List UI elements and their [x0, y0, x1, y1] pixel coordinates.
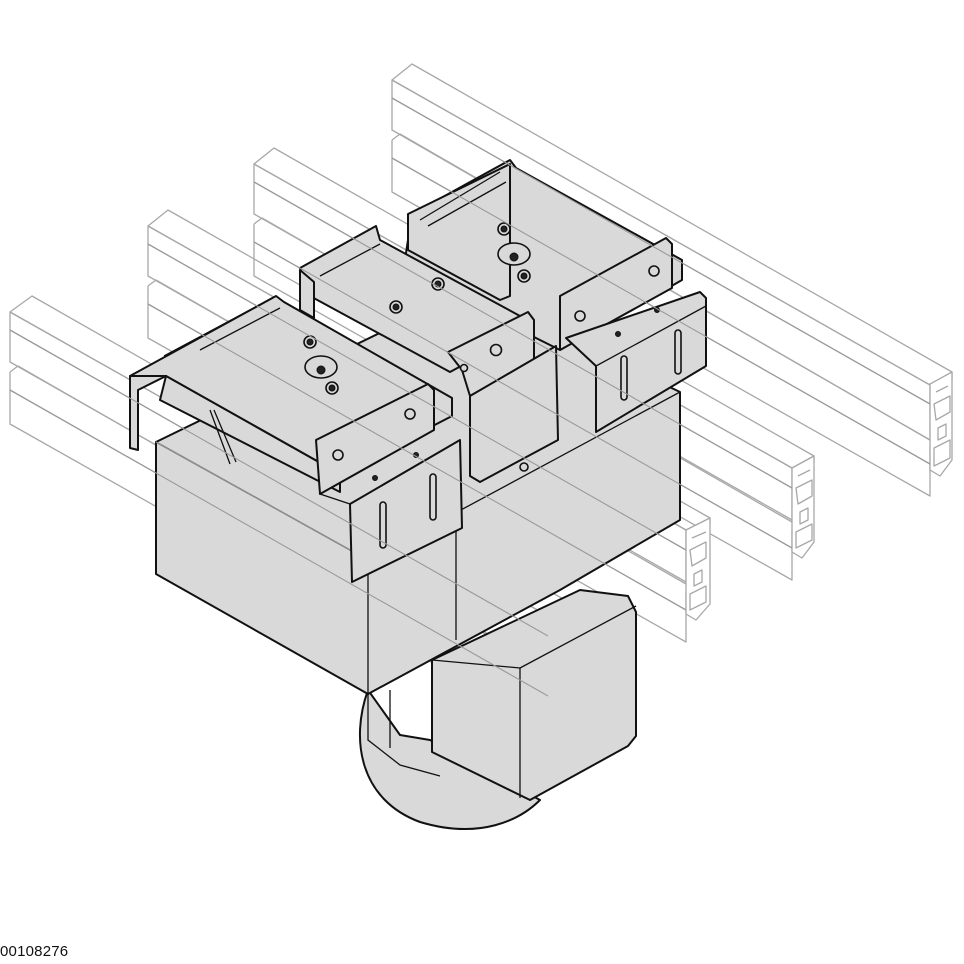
motor-block	[431, 589, 637, 801]
mounting-bracket-2	[299, 225, 559, 483]
part-number-label: 00108276	[0, 943, 69, 960]
rail-overlay-lines	[9, 97, 931, 697]
